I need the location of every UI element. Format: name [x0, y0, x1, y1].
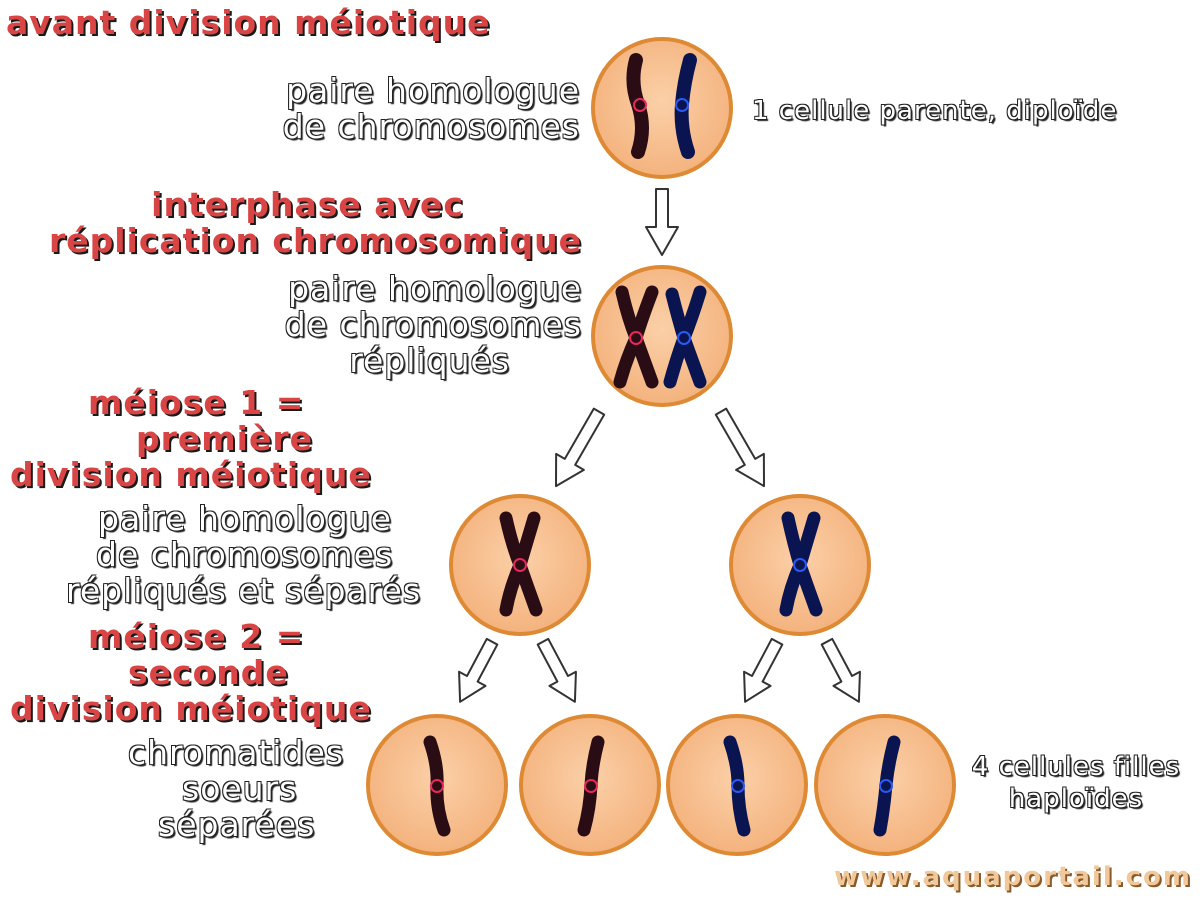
replicated-chromosome-red: [613, 285, 659, 389]
chromatid-blue-2: [873, 735, 901, 837]
arrow-to-meiosis1-right: [714, 407, 765, 488]
cell-parent: [591, 37, 733, 179]
chromatid-blue-1: [723, 735, 751, 837]
stage2-title-line3: division méiotique: [10, 455, 372, 494]
parent-note: 1 cellule parente, diploïde: [752, 96, 1118, 126]
stage2-desc-line3: répliqués et séparés: [66, 571, 422, 610]
stage2-title-line2: première: [136, 419, 314, 458]
stage0-desc-line2: de chromosomes: [282, 107, 580, 146]
stage3-title-line3: division méiotique: [10, 689, 372, 728]
stage3-desc-line3: séparées: [158, 805, 316, 844]
separated-chromosome-blue: [779, 511, 823, 617]
replicated-chromosome-blue: [663, 285, 707, 389]
daughter-note-line2: haploïdes: [1008, 784, 1144, 814]
arrow-to-daughter-2: [536, 637, 577, 703]
stage1-title-line2: réplication chromosomique: [48, 221, 582, 260]
stage2-desc-line1: paire homologue: [98, 499, 392, 538]
arrow-to-daughter-4: [820, 637, 861, 703]
stage1-desc-line3: répliqués: [349, 341, 510, 380]
stage3-title-line1: méiose 2 =: [88, 617, 305, 656]
stage2-desc-line2: de chromosomes: [96, 535, 394, 574]
separated-chromosome-red: [499, 511, 543, 617]
stage1-title-line1: interphase avec: [151, 185, 464, 224]
stage2-title-line1: méiose 1 =: [88, 383, 305, 422]
arrow-down: [645, 188, 679, 256]
arrow-to-meiosis1-left: [555, 407, 606, 488]
cell-replicated: [591, 265, 733, 407]
chromosome-blue: [674, 53, 697, 159]
arrow-to-daughter-1: [458, 637, 499, 703]
stage3-desc-line2: soeurs: [182, 769, 298, 808]
watermark-url: www.aquaportail.com: [834, 862, 1192, 892]
chromosome-red: [626, 53, 649, 159]
stage0-title: avant division méiotique: [6, 3, 491, 42]
daughter-note-line1: 4 cellules filles: [971, 752, 1181, 782]
stage1-desc-line1: paire homologue: [288, 269, 582, 308]
chromatid-red-2: [577, 735, 605, 837]
stage3-desc-line1: chromatides: [128, 733, 345, 772]
stage0-desc-line1: paire homologue: [286, 71, 580, 110]
arrow-to-daughter-3: [743, 637, 784, 703]
stage1-desc-line2: de chromosomes: [284, 305, 582, 344]
chromatid-red-1: [423, 735, 451, 837]
stage3-title-line2: seconde: [128, 653, 289, 692]
